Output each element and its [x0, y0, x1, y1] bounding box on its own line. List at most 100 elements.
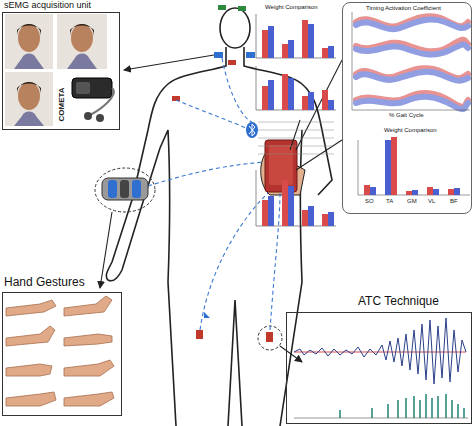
hand-pictures [6, 296, 114, 406]
panel-heading: Weight Comparison [264, 4, 319, 11]
phone [265, 140, 297, 192]
armband [132, 180, 141, 198]
armband [95, 168, 155, 212]
center-charts [262, 86, 268, 110]
atc-signal [339, 410, 340, 418]
signal-panel: ATC Technique [286, 312, 472, 424]
face-photos [14, 112, 44, 127]
atc-signal [405, 398, 406, 418]
atc-signal [340, 394, 464, 418]
center-charts [328, 212, 334, 226]
center-charts [258, 146, 334, 147]
sensors [204, 312, 210, 318]
weight-bars [364, 185, 370, 195]
body-outline [228, 300, 242, 426]
sensors [196, 330, 203, 339]
armband [95, 168, 155, 212]
body-outline [220, 8, 250, 48]
chart-panel: Weight Comparison [250, 2, 340, 230]
armband [120, 180, 129, 198]
atc-signal [413, 396, 414, 418]
bluetooth-icon [246, 122, 258, 138]
axis-label: % Gait Cycle [388, 112, 425, 119]
face-photos [18, 24, 40, 52]
axis-label: BF [449, 198, 459, 205]
center-charts [256, 14, 336, 226]
atc-signal [419, 400, 420, 418]
cometa-device [90, 88, 114, 115]
center-charts [262, 200, 268, 226]
axis-label: SO [364, 198, 375, 205]
hand-pictures [64, 360, 114, 376]
center-charts [258, 138, 334, 139]
atc-signal [451, 400, 452, 418]
wireless-links [200, 193, 268, 330]
weight-bars [433, 189, 439, 195]
face-photos [14, 54, 44, 70]
center-charts [256, 14, 336, 58]
hand-pictures [6, 326, 55, 346]
center-charts [308, 206, 314, 226]
center-charts [282, 44, 288, 58]
leader-arrows [124, 55, 214, 70]
atc-signal [294, 318, 468, 418]
weight-bars [385, 140, 391, 195]
hand-pictures [6, 300, 56, 316]
leader-arrows [100, 212, 112, 288]
atc-signal [437, 396, 438, 418]
weight-bars [370, 187, 376, 195]
center-charts [282, 74, 288, 110]
wireless-links [176, 100, 246, 128]
sensors [238, 6, 246, 11]
atc-signal [294, 318, 466, 384]
face-photos [5, 72, 53, 126]
weight-bars [454, 188, 460, 195]
panel-heading: sEMG acquisition unit [3, 1, 92, 11]
sensors [246, 52, 255, 58]
weight-bars [427, 187, 433, 195]
weight-bars [391, 137, 397, 195]
center-charts [268, 26, 274, 58]
atc-signal [425, 394, 426, 418]
face-photos [71, 24, 93, 52]
face-photos [67, 54, 97, 70]
center-charts [288, 40, 294, 58]
center-charts [302, 96, 308, 110]
leader-arrows [296, 140, 342, 170]
hand-pictures [64, 296, 112, 316]
face-photos [5, 14, 107, 126]
center-charts [268, 196, 274, 226]
center-charts [322, 48, 328, 58]
panel-heading: Timing Activation Coefficient [365, 5, 442, 12]
face-photos [57, 14, 107, 69]
atc-signal [294, 418, 468, 419]
body-outline [106, 47, 226, 426]
center-charts [288, 186, 294, 226]
chart-panel: Timing Activation CoefficientWeight Comp… [342, 2, 472, 214]
hand-pictures [6, 392, 56, 406]
cometa-device [72, 78, 114, 122]
wireless-links [148, 162, 264, 186]
chart-axes [352, 12, 470, 195]
activation-waves [356, 45, 468, 55]
center-charts [256, 66, 336, 110]
center-charts [258, 130, 334, 131]
bluetooth-icon [249, 124, 255, 136]
cometa-device [72, 78, 112, 98]
center-charts [256, 14, 336, 226]
activation-waves [356, 20, 468, 30]
center-charts [258, 122, 334, 123]
atc-signal [463, 408, 464, 418]
center-charts [308, 24, 314, 58]
axis-label: VL [427, 198, 436, 205]
activation-waves [356, 16, 468, 109]
atc-signal [371, 408, 372, 418]
device-label: COMETA [58, 86, 67, 122]
sensors [214, 52, 223, 58]
center-charts [258, 154, 334, 155]
center-charts [302, 210, 308, 226]
sensors [228, 60, 236, 65]
body-outline [106, 8, 332, 426]
leader-arrows [280, 346, 302, 362]
